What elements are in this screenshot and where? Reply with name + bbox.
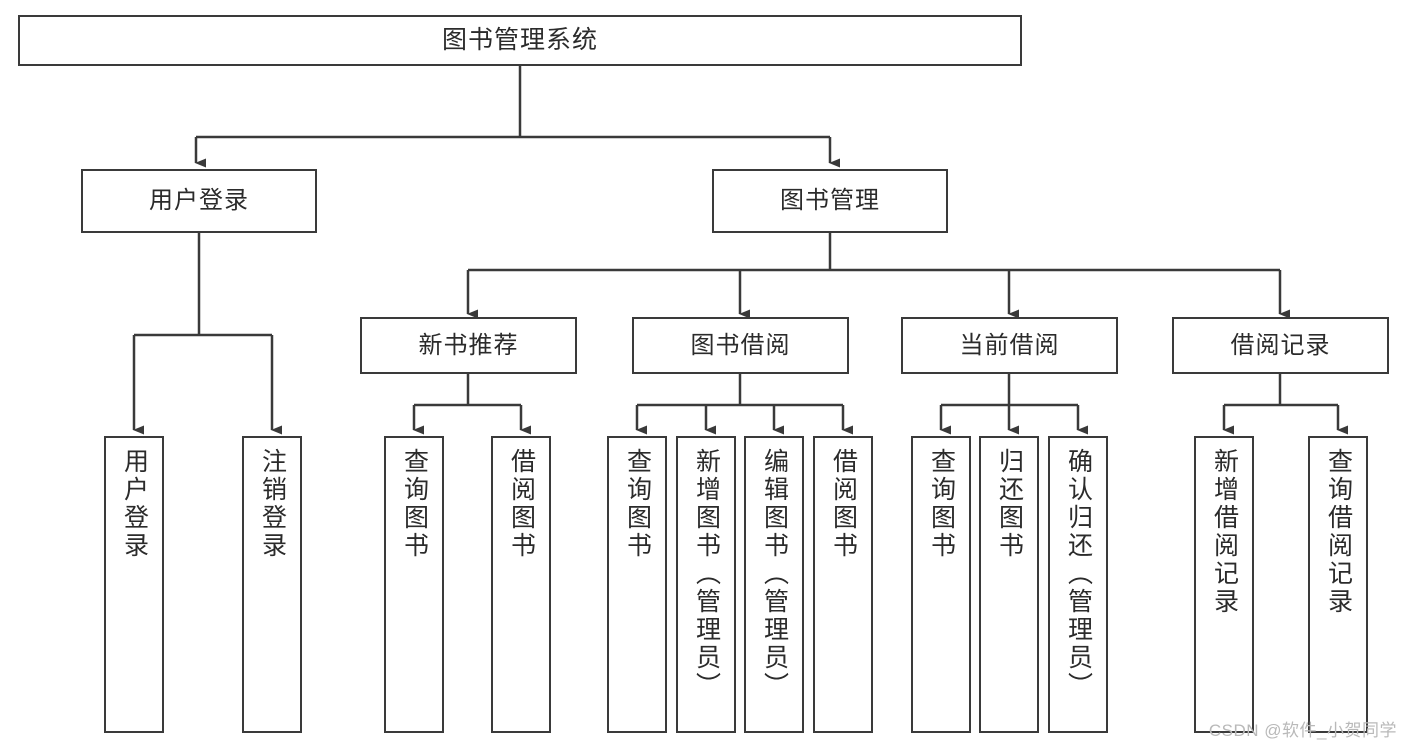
node-label: 查询借阅记录 bbox=[1324, 448, 1353, 616]
node-label: 新增图书（管理员） bbox=[692, 448, 721, 700]
node-leaf-query-borrow-record[interactable]: 查询借阅记录 bbox=[1308, 436, 1368, 733]
node-leaf-query-book-recommend[interactable]: 查询图书 bbox=[384, 436, 444, 733]
node-label: 借阅图书 bbox=[829, 448, 858, 560]
node-root-book-management-system[interactable]: 图书管理系统 bbox=[18, 15, 1022, 66]
node-label: 借阅图书 bbox=[507, 448, 536, 560]
node-new-book-recommend[interactable]: 新书推荐 bbox=[360, 317, 577, 374]
node-leaf-query-book-borrow[interactable]: 查询图书 bbox=[607, 436, 667, 733]
node-leaf-user-login[interactable]: 用户登录 bbox=[104, 436, 164, 733]
node-label: 编辑图书（管理员） bbox=[760, 448, 789, 700]
node-label: 新增借阅记录 bbox=[1210, 448, 1239, 616]
node-leaf-logout[interactable]: 注销登录 bbox=[242, 436, 302, 733]
node-label: 用户登录 bbox=[149, 187, 249, 215]
node-leaf-add-book[interactable]: 新增图书（管理员） bbox=[676, 436, 736, 733]
node-label: 图书管理 bbox=[780, 187, 880, 215]
node-label: 查询图书 bbox=[623, 448, 652, 560]
node-leaf-query-book-current[interactable]: 查询图书 bbox=[911, 436, 971, 733]
node-label: 图书借阅 bbox=[690, 331, 791, 359]
node-label: 新书推荐 bbox=[418, 331, 519, 359]
node-leaf-return-book[interactable]: 归还图书 bbox=[979, 436, 1039, 733]
node-label: 查询图书 bbox=[400, 448, 429, 560]
csdn-watermark: CSDN @软件_小贺同学 bbox=[1208, 721, 1397, 740]
node-label: 用户登录 bbox=[120, 448, 149, 560]
node-book-borrow[interactable]: 图书借阅 bbox=[632, 317, 849, 374]
node-label: 注销登录 bbox=[258, 448, 287, 560]
node-label: 查询图书 bbox=[927, 448, 956, 560]
node-current-borrow[interactable]: 当前借阅 bbox=[901, 317, 1118, 374]
node-label: 归还图书 bbox=[995, 448, 1024, 560]
node-leaf-borrow-book[interactable]: 借阅图书 bbox=[813, 436, 873, 733]
node-label: 图书管理系统 bbox=[441, 26, 598, 54]
node-user-login[interactable]: 用户登录 bbox=[81, 169, 317, 233]
node-leaf-confirm-return[interactable]: 确认归还（管理员） bbox=[1048, 436, 1108, 733]
node-borrow-record[interactable]: 借阅记录 bbox=[1172, 317, 1389, 374]
node-leaf-edit-book[interactable]: 编辑图书（管理员） bbox=[744, 436, 804, 733]
node-leaf-borrow-book-recommend[interactable]: 借阅图书 bbox=[491, 436, 551, 733]
node-label: 当前借阅 bbox=[959, 331, 1060, 359]
node-label: 确认归还（管理员） bbox=[1064, 448, 1093, 700]
node-label: 借阅记录 bbox=[1230, 331, 1331, 359]
node-leaf-add-borrow-record[interactable]: 新增借阅记录 bbox=[1194, 436, 1254, 733]
node-book-manage[interactable]: 图书管理 bbox=[712, 169, 948, 233]
